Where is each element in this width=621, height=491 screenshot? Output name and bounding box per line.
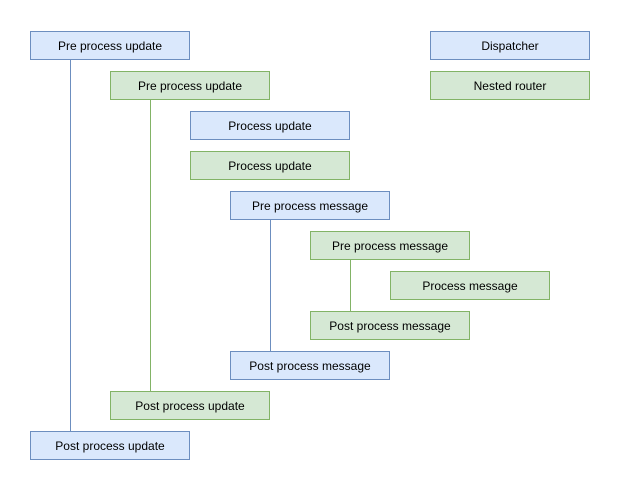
node-router-post-process-message: Post process message: [310, 311, 470, 340]
node-dispatcher-post-process-message: Post process message: [230, 351, 390, 380]
node-label: Nested router: [473, 78, 547, 93]
node-label: Post process message: [329, 318, 451, 333]
lifeline-dispatcher-update: [70, 60, 71, 431]
node-router-process-update: Process update: [190, 151, 350, 180]
node-label: Pre process update: [57, 38, 163, 53]
node-dispatcher-post-process-update: Post process update: [30, 431, 190, 460]
legend-nested-router: Nested router: [430, 71, 590, 100]
node-router-pre-process-update: Pre process update: [110, 71, 270, 100]
node-dispatcher-pre-process-update: Pre process update: [30, 31, 190, 60]
node-router-pre-process-message: Pre process message: [310, 231, 470, 260]
legend-dispatcher: Dispatcher: [430, 31, 590, 60]
lifeline-router-update: [150, 100, 151, 391]
node-router-process-message: Process message: [390, 271, 550, 300]
node-dispatcher-pre-process-message: Pre process message: [230, 191, 390, 220]
node-label: Pre process message: [251, 198, 369, 213]
node-label: Post process message: [249, 358, 371, 373]
node-label: Post process update: [135, 398, 245, 413]
node-dispatcher-process-update: Process update: [190, 111, 350, 140]
node-label: Process update: [228, 158, 312, 173]
node-label: Process update: [228, 118, 312, 133]
node-label: Pre process message: [331, 238, 449, 253]
node-label: Process message: [422, 278, 518, 293]
node-label: Pre process update: [137, 78, 243, 93]
lifeline-dispatcher-message: [270, 220, 271, 351]
node-label: Dispatcher: [481, 38, 539, 53]
node-label: Post process update: [55, 438, 165, 453]
node-router-post-process-update: Post process update: [110, 391, 270, 420]
lifeline-router-message: [350, 260, 351, 311]
